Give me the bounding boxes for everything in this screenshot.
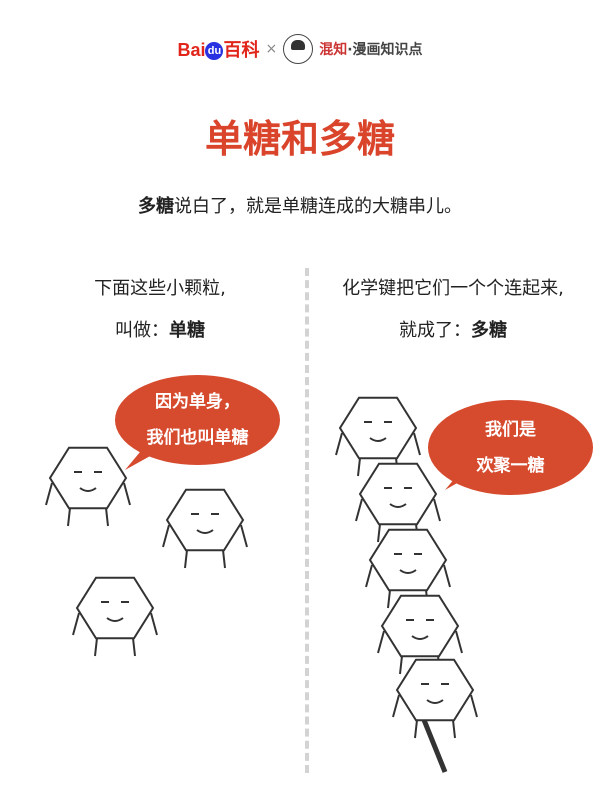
left-line1: 下面这些小颗粒,: [94, 278, 226, 299]
right-line2-prefix: 就成了：: [399, 320, 471, 341]
monosaccharide-character: [392, 658, 478, 739]
monosaccharide-character: [162, 488, 248, 569]
left-line2: 叫做：单糖: [40, 310, 280, 352]
right-line2: 就成了：多糖: [318, 310, 588, 352]
brand-rest: ·漫画知识点: [347, 42, 423, 58]
intro-rest: 说白了，就是单糖连成的大糖串儿。: [174, 196, 462, 217]
dashed-divider: [305, 268, 309, 773]
left-line2-prefix: 叫做：: [115, 320, 169, 341]
intro-text: 多糖说白了，就是单糖连成的大糖串儿。: [0, 192, 600, 218]
monosaccharide-character: [365, 528, 451, 609]
brand-main: 混知: [319, 42, 348, 58]
times-sign: ×: [265, 41, 278, 57]
right-line1: 化学键把它们一个个连起来,: [342, 278, 564, 299]
left-speech-bubble: 因为单身， 我们也叫单糖: [115, 375, 280, 465]
right-caption: 化学键把它们一个个连起来, 就成了：多糖: [318, 268, 588, 352]
monosaccharide-character: [377, 594, 463, 675]
brand-name: 混知·漫画知识点: [319, 39, 422, 59]
hunzhi-avatar-icon: [283, 34, 314, 64]
monosaccharide-character: [355, 462, 441, 543]
left-bubble-line1: 因为单身，: [155, 392, 240, 412]
left-line2-bold: 单糖: [169, 320, 205, 341]
right-bubble-line2: 欢聚一糖: [476, 455, 545, 476]
page-title: 单糖和多糖: [204, 117, 395, 161]
right-line2-bold: 多糖: [471, 320, 507, 341]
left-caption: 下面这些小颗粒, 叫做：单糖: [40, 268, 280, 352]
monosaccharide-character: [45, 446, 131, 527]
right-speech-bubble: 我们是 欢聚一糖: [428, 400, 593, 495]
left-bubble-line2: 我们也叫单糖: [146, 428, 249, 448]
monosaccharide-character: [72, 576, 158, 657]
right-bubble-line1: 我们是: [485, 419, 536, 440]
intro-bold: 多糖: [138, 196, 174, 217]
monosaccharide-character: [335, 396, 421, 477]
